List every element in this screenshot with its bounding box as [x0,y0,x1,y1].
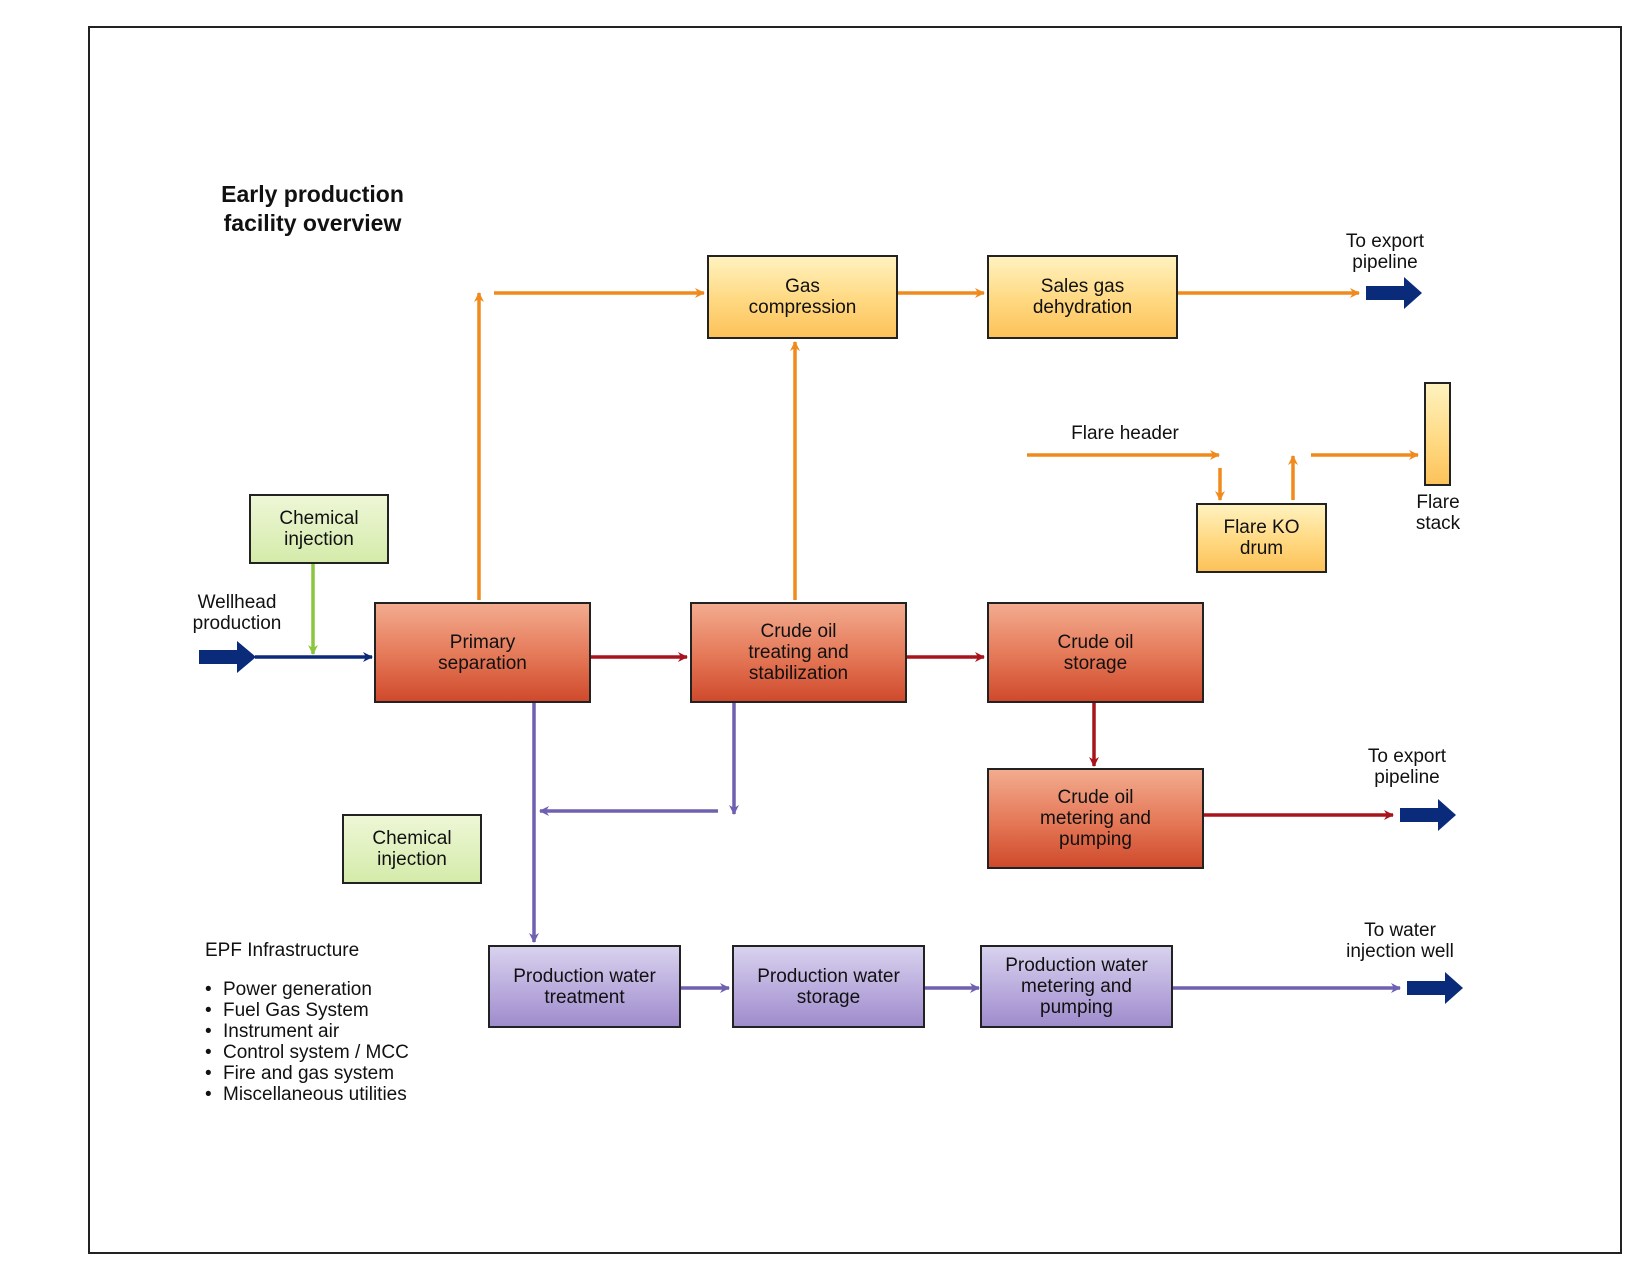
infrastructure-item: Power generation [205,979,409,1000]
epf-infrastructure-list: EPF Infrastructure Power generation Fuel… [205,940,409,1105]
infrastructure-item: Fuel Gas System [205,1000,409,1021]
diagram-title: Early production facility overview [221,181,404,236]
chemical-injection-top-box: Chemical injection [249,494,389,564]
flare-stack-label: Flare stack [1415,492,1461,534]
wellhead-production-label: Wellhead production [192,592,282,634]
diagram-frame [88,26,1622,1254]
infrastructure-item: Fire and gas system [205,1063,409,1084]
infrastructure-item: Control system / MCC [205,1042,409,1063]
export-gas-label: To export pipeline [1345,231,1425,273]
infrastructure-item: Miscellaneous utilities [205,1084,409,1105]
infrastructure-item: Instrument air [205,1021,409,1042]
primary-separation-box: Primary separation [374,602,591,703]
sales-gas-dehydration-box: Sales gas dehydration [987,255,1178,339]
export-gas-block-arrow [1366,277,1422,309]
chemical-injection-bottom-box: Chemical injection [342,814,482,884]
water-injection-label: To water injection well [1346,920,1454,962]
flare-ko-drum-box: Flare KO drum [1196,503,1327,573]
production-water-metering-box: Production water metering and pumping [980,945,1173,1028]
export-oil-block-arrow [1400,799,1456,831]
crude-oil-treating-box: Crude oil treating and stabilization [690,602,907,703]
infrastructure-heading: EPF Infrastructure [205,940,360,961]
flare-header-label: Flare header [1071,423,1179,444]
flare-stack-column [1424,382,1451,486]
wellhead-block-arrow [199,641,256,673]
production-water-treatment-box: Production water treatment [488,945,681,1028]
gas-compression-box: Gas compression [707,255,898,339]
crude-oil-storage-box: Crude oil storage [987,602,1204,703]
crude-oil-metering-box: Crude oil metering and pumping [987,768,1204,869]
export-oil-label: To export pipeline [1367,746,1447,788]
production-water-storage-box: Production water storage [732,945,925,1028]
water-injection-block-arrow [1407,972,1463,1004]
